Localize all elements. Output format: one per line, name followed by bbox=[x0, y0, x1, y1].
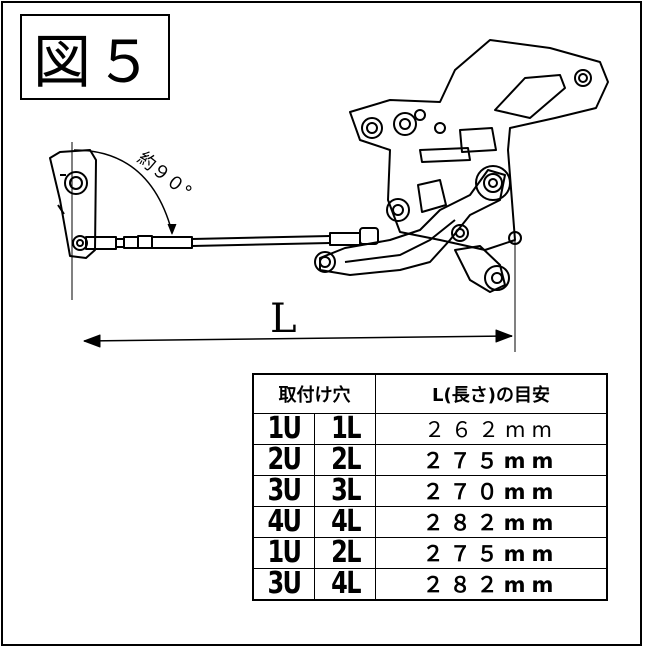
shift-rod bbox=[191, 235, 331, 247]
arm-pivot-hole bbox=[64, 171, 88, 195]
length-value: ２６２mm bbox=[375, 413, 608, 445]
lower-hole: 1L bbox=[320, 413, 370, 445]
upper-hole: 3U bbox=[258, 475, 309, 507]
length-label: L bbox=[270, 296, 297, 342]
figure-label: 図５ bbox=[20, 14, 170, 100]
lower-hole: 4L bbox=[320, 568, 370, 601]
foot-peg bbox=[484, 265, 510, 291]
upper-hole: 1U bbox=[258, 413, 309, 445]
table-row: 3U 3L ２７０mm bbox=[253, 475, 608, 507]
lower-hole: 4L bbox=[320, 506, 370, 538]
upper-hole: 1U bbox=[258, 537, 309, 569]
foot-peg-arm bbox=[454, 245, 506, 293]
length-value: ２８２mm bbox=[375, 506, 608, 538]
table-row: 2U 2L ２７５mm bbox=[253, 444, 608, 476]
lower-hole: 2L bbox=[320, 444, 370, 476]
lower-hole: 2L bbox=[320, 537, 370, 569]
lower-hole: 3L bbox=[320, 475, 370, 507]
table-row: 4U 4L ２８２mm bbox=[253, 506, 608, 538]
main-pivot bbox=[475, 165, 511, 201]
table-row: 3U 4L ２８２mm bbox=[253, 568, 608, 601]
rod-end-right bbox=[329, 232, 361, 246]
dimension-line bbox=[83, 335, 513, 342]
upper-mount bbox=[361, 117, 383, 139]
angle-arc bbox=[73, 149, 173, 233]
upper-hole: 4U bbox=[258, 506, 309, 538]
upper-hole: 3U bbox=[258, 568, 309, 601]
length-value: ２７５mm bbox=[375, 444, 608, 476]
header-holes: 取付け穴 bbox=[252, 373, 376, 414]
upper-hole: 2U bbox=[258, 444, 309, 476]
header-length: L(長さ)の目安 bbox=[375, 373, 608, 414]
length-value: ２７０mm bbox=[375, 475, 608, 507]
length-value: ２８２mm bbox=[375, 568, 608, 601]
rod-end-left bbox=[85, 236, 117, 250]
arm-rod-hole bbox=[72, 235, 88, 251]
table-row: 1U 2L ２７５mm bbox=[253, 537, 608, 569]
length-value: ２７５mm bbox=[375, 537, 608, 569]
length-spec-table: 取付け穴 L(長さ)の目安 1U 1L ２６２mm 2U 2L ２７５mm 3U… bbox=[252, 373, 608, 601]
table-row: 1U 1L ２６２mm bbox=[253, 413, 608, 445]
main-bracket bbox=[349, 39, 609, 251]
shift-lever bbox=[319, 169, 506, 276]
